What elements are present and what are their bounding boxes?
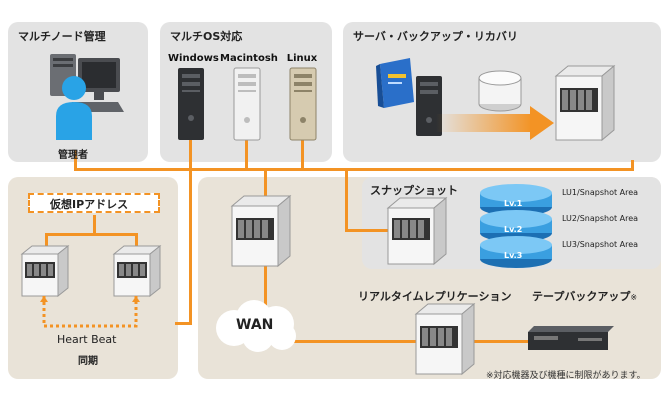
snapshot-area-2: LU2/Snapshot Area <box>562 214 639 223</box>
backup-nas-icon <box>554 64 616 142</box>
os-label-linux: Linux <box>286 53 318 64</box>
heartbeat-dotted-loop <box>40 296 140 328</box>
virtual-ip-label: 仮想IPアドレス <box>50 198 129 211</box>
multinode-title: マルチノード管理 <box>18 30 106 43</box>
connector-failover-horizontal <box>175 322 192 325</box>
os-label-macintosh: Macintosh <box>220 53 278 64</box>
connector-backup <box>631 160 634 171</box>
connector-windows <box>189 140 192 170</box>
sync-label: 同期 <box>78 356 98 367</box>
replication-title: リアルタイムレプリケーション <box>358 290 512 303</box>
connector-main-horizontal <box>74 168 634 171</box>
connector-snapshot-vertical <box>345 170 348 232</box>
connector-vip-tree-trunk <box>93 215 96 235</box>
tape-title-text: テープバックアップ <box>532 290 631 303</box>
connector-linux <box>301 140 304 170</box>
snapshot-nas-icon <box>386 196 448 266</box>
backup-arrow-icon <box>436 106 554 140</box>
center-nas-icon <box>230 194 292 268</box>
snapshot-disk-stack-icon <box>480 184 552 268</box>
connector-center-down <box>264 170 267 200</box>
connector-snapshot-horizontal <box>345 229 390 232</box>
connector-tape <box>466 340 528 343</box>
replication-nas-icon <box>414 302 476 376</box>
connector-replication <box>290 340 420 343</box>
os-label-windows: Windows <box>168 53 219 64</box>
tape-drive-icon <box>528 326 614 350</box>
snapshot-level-3: Lv.3 <box>504 251 523 260</box>
connector-vip-tree-right <box>135 233 138 247</box>
snapshot-level-1: Lv.1 <box>504 199 523 208</box>
admin-pc-illustration <box>50 54 124 112</box>
snapshot-area-1: LU1/Snapshot Area <box>562 188 639 197</box>
software-box-icon <box>376 58 414 108</box>
admin-person-icon <box>56 76 92 140</box>
database-cylinder-icon <box>478 70 522 112</box>
connector-vip-tree-bar <box>45 233 138 236</box>
admin-label: 管理者 <box>58 150 88 161</box>
windows-tower-icon <box>178 68 204 140</box>
wan-label: WAN <box>236 317 274 333</box>
snapshot-level-2: Lv.2 <box>504 225 523 234</box>
connector-wan-vertical <box>264 260 267 310</box>
wan-cloud-icon <box>216 300 296 352</box>
failover-nas-right-icon <box>112 244 162 298</box>
backup-server-tower-icon <box>416 76 442 136</box>
connector-vip-tree-left <box>45 233 48 247</box>
linux-tower-icon <box>289 67 317 141</box>
connector-admin <box>74 150 77 170</box>
connector-failover-vertical <box>189 170 192 325</box>
tape-title: テープバックアップ※ <box>532 288 637 304</box>
connector-mac <box>245 140 248 170</box>
multios-title: マルチOS対応 <box>170 30 243 43</box>
tape-title-mark: ※ <box>630 293 638 302</box>
heartbeat-label: Heart Beat <box>57 333 117 346</box>
footnote: ※対応機器及び機種に制限があります。 <box>486 371 646 381</box>
macintosh-tower-icon <box>233 67 261 141</box>
backup-title: サーバ・バックアップ・リカバリ <box>353 30 518 43</box>
snapshot-area-3: LU3/Snapshot Area <box>562 240 639 249</box>
failover-nas-left-icon <box>20 244 70 298</box>
snapshot-title: スナップショット <box>370 184 458 197</box>
virtual-ip-box <box>28 193 160 213</box>
